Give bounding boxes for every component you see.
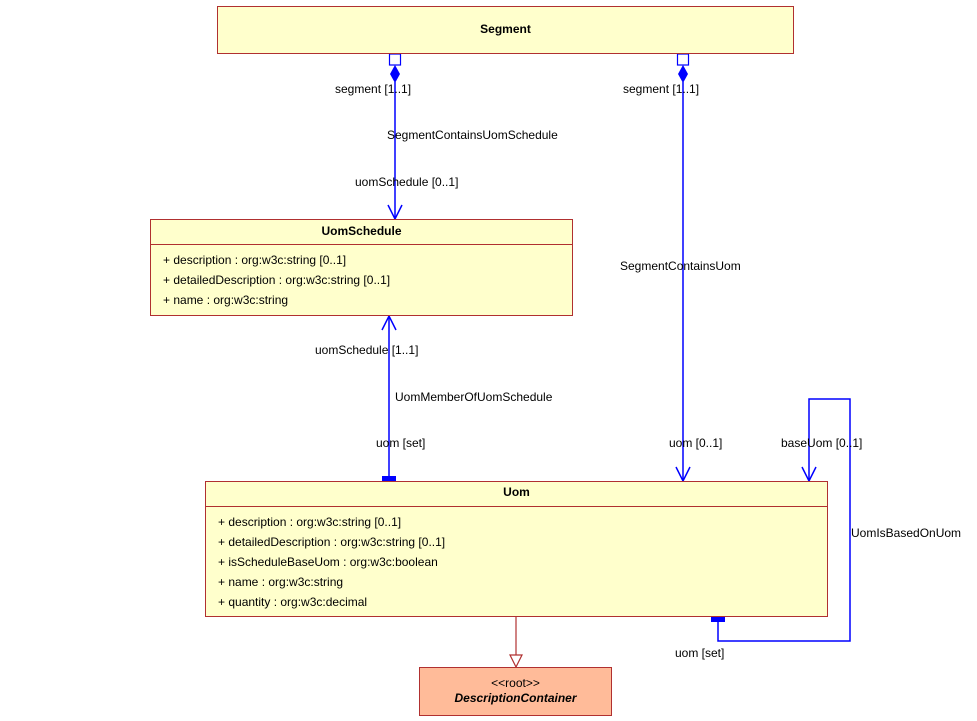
assoc-end-bar (382, 476, 396, 481)
association-name-label: SegmentContainsUomSchedule (387, 128, 558, 142)
attribute: + detailedDescription : org:w3c:string [… (218, 535, 446, 549)
class-descriptioncontainer[interactable]: <<root>> DescriptionContainer (419, 667, 612, 716)
class-segment-title: Segment (480, 22, 531, 36)
class-descriptioncontainer-title: DescriptionContainer (454, 691, 577, 705)
role-label-segment: segment [1..1] (335, 82, 412, 96)
class-uom-attributes: + description : org:w3c:string [0..1] + … (206, 506, 827, 612)
stereotype-label: <<root>> (491, 676, 540, 690)
role-label-segment: segment [1..1] (623, 82, 700, 96)
role-label-uom: uom [0..1] (669, 436, 723, 450)
class-uom[interactable]: Uom + description : org:w3c:string [0..1… (205, 481, 828, 617)
class-uom-title: Uom (503, 485, 530, 499)
generalization-triangle (509, 654, 523, 669)
class-uomschedule-title: UomSchedule (321, 224, 402, 238)
assoc-end-square (676, 53, 690, 66)
attribute: + isScheduleBaseUom : org:w3c:boolean (218, 555, 438, 569)
attribute: + name : org:w3c:string (218, 575, 344, 589)
composition-diamond (678, 65, 688, 83)
attribute: + description : org:w3c:string [0..1] (218, 515, 402, 529)
association-name-label: SegmentContainsUom (620, 259, 741, 273)
role-label-uomschedule: uomSchedule [1..1] (315, 343, 419, 357)
association-name-label: UomIsBasedOnUom (851, 526, 962, 540)
assoc-end-bar (711, 617, 725, 622)
class-segment[interactable]: Segment (217, 6, 794, 54)
role-label-uomschedule: uomSchedule [0..1] (355, 175, 459, 189)
class-uomschedule[interactable]: UomSchedule + description : org:w3c:stri… (150, 219, 573, 316)
role-label-baseuom: baseUom [0..1] (781, 436, 863, 450)
assoc-uom-self-line[interactable] (717, 398, 851, 642)
attribute: + name : org:w3c:string (163, 293, 289, 307)
class-uomschedule-attributes: + description : org:w3c:string [0..1] + … (151, 244, 572, 310)
composition-diamond (390, 65, 400, 83)
attribute: + quantity : org:w3c:decimal (218, 595, 368, 609)
association-name-label: UomMemberOfUomSchedule (395, 390, 553, 404)
assoc-end-square (388, 53, 402, 66)
role-label-uom: uom [set] (675, 646, 725, 660)
attribute: + description : org:w3c:string [0..1] (163, 253, 347, 267)
navigability-arrowhead (381, 314, 397, 331)
attribute: + detailedDescription : org:w3c:string [… (163, 273, 391, 287)
role-label-uom: uom [set] (376, 436, 426, 450)
